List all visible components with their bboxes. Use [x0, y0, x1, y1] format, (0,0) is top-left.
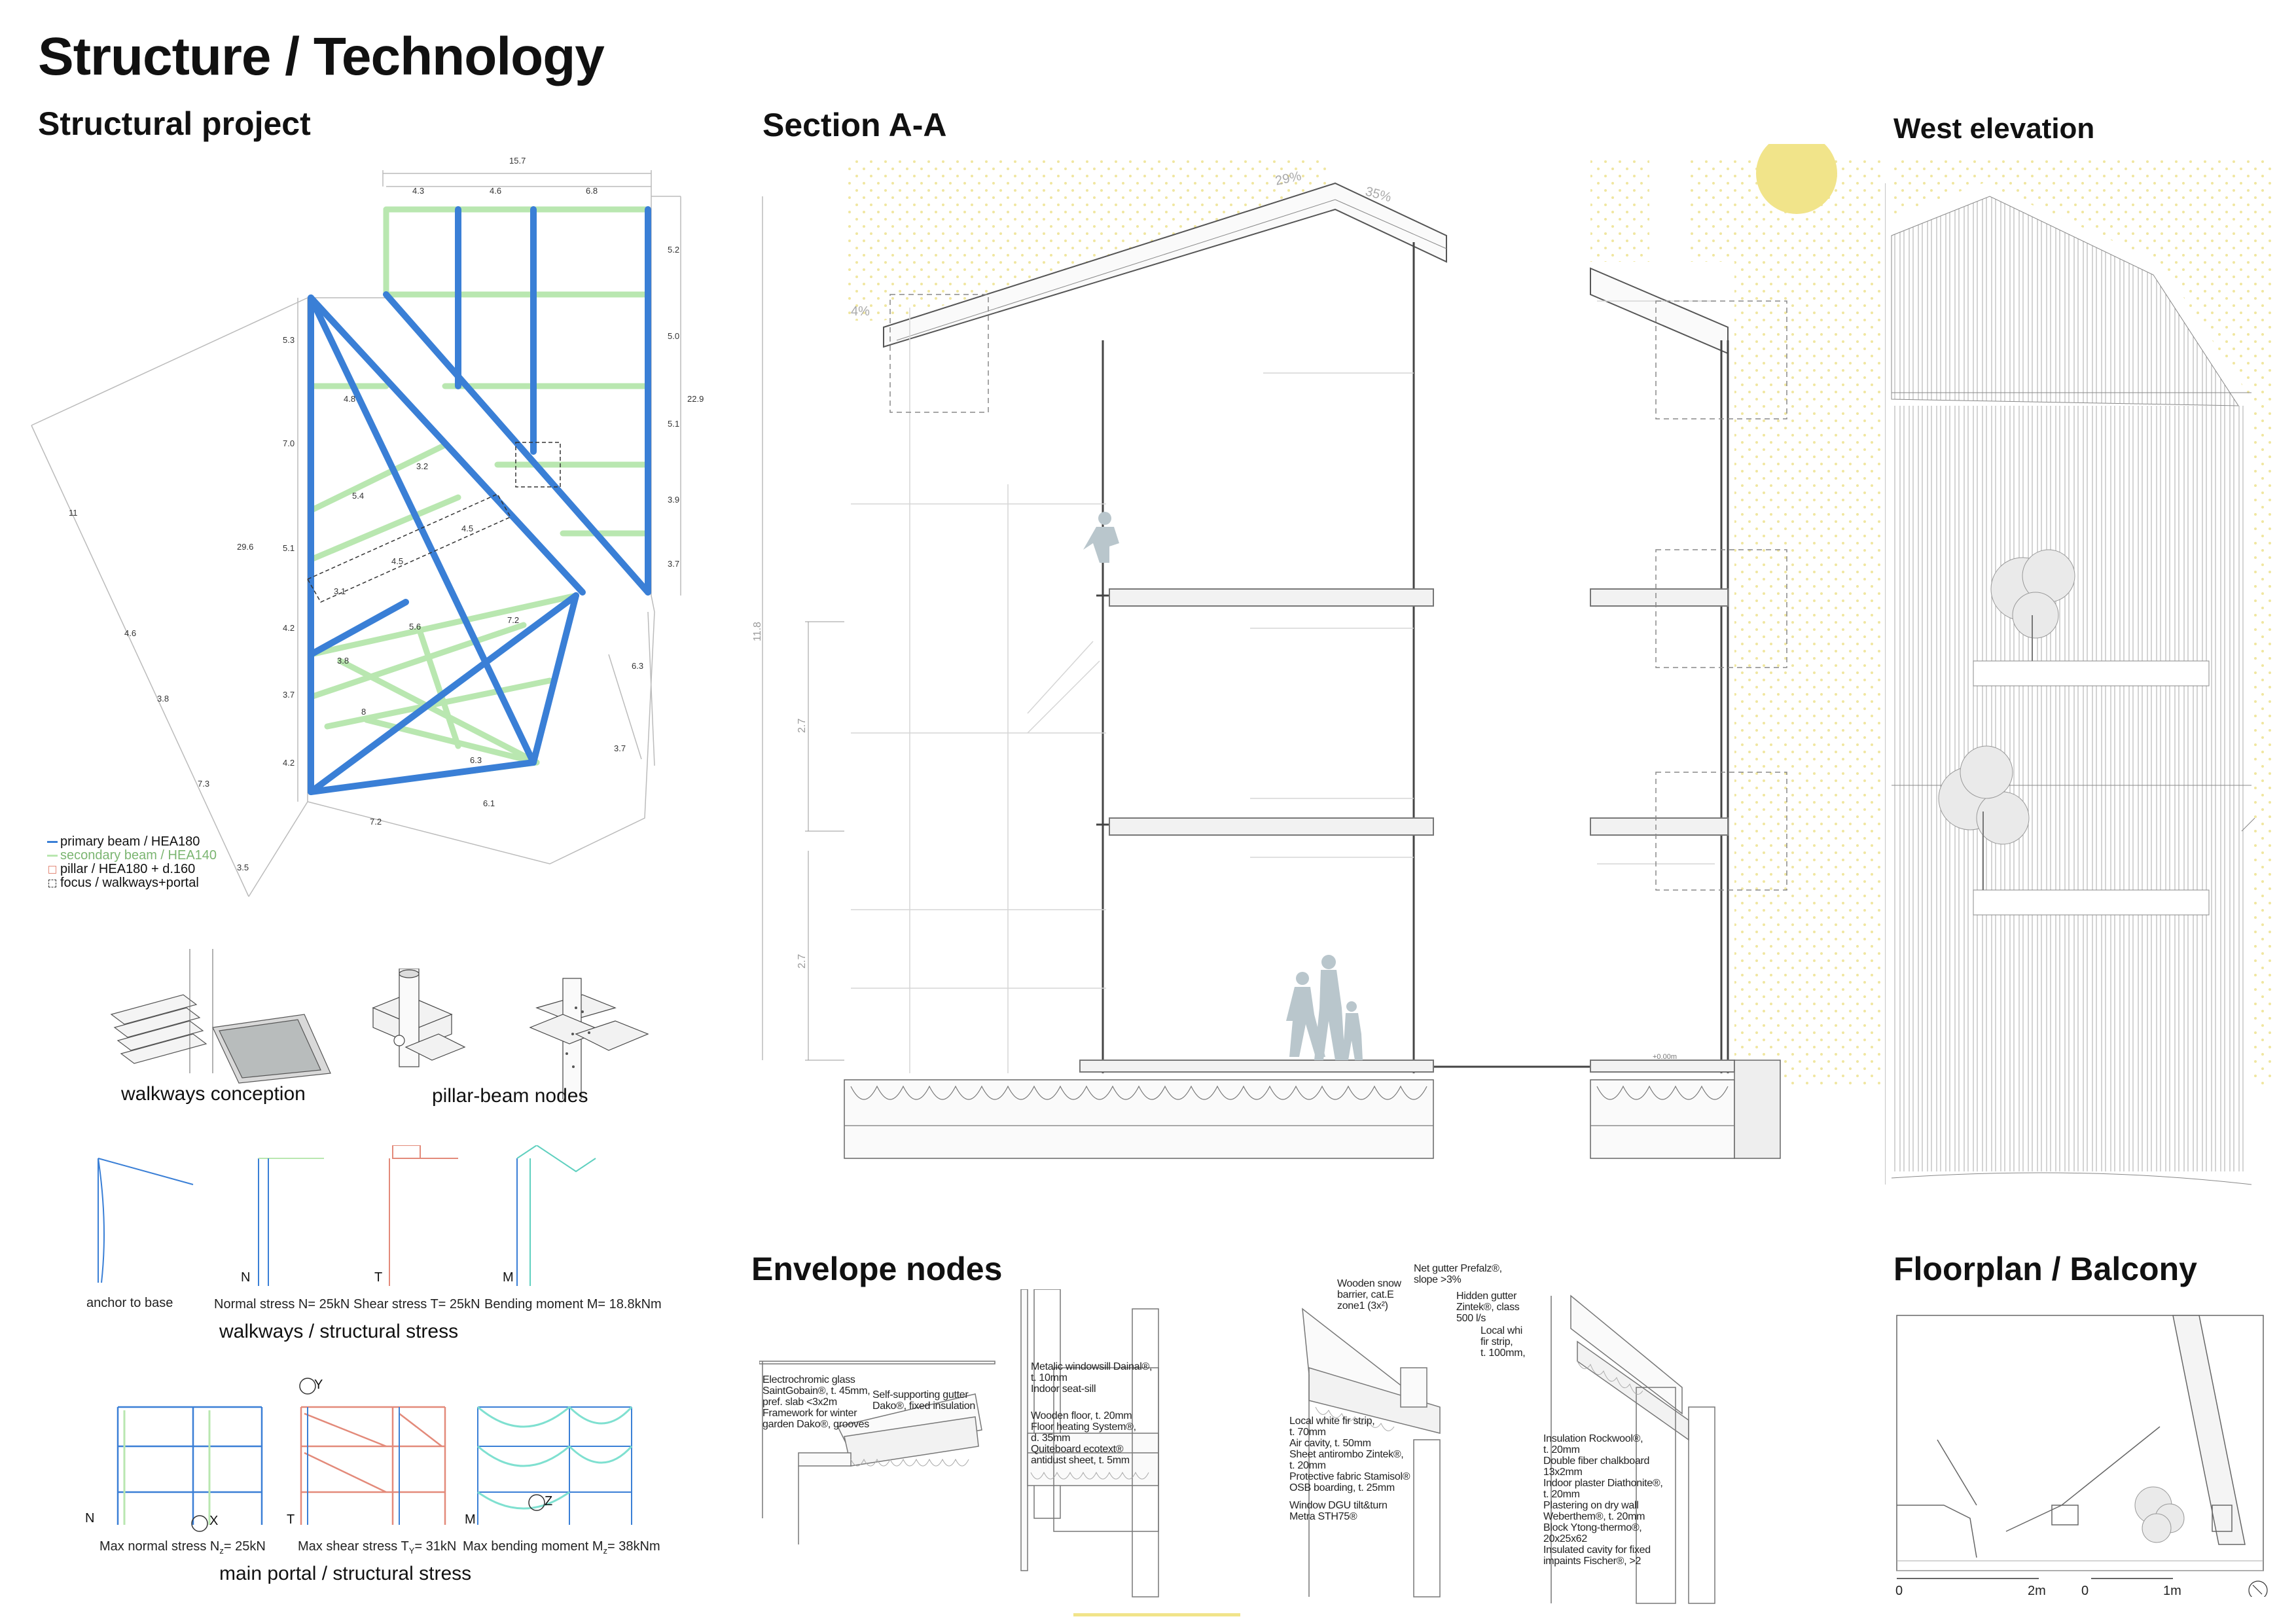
scale-b-start: 0	[2081, 1584, 2089, 1598]
scale-b-end: 1m	[2163, 1584, 2181, 1598]
dim-label: 8	[361, 707, 366, 717]
yellow-underline	[1073, 1613, 1240, 1616]
walkways-stress-diagrams: N T M	[98, 1145, 596, 1286]
dim-label: 6.3	[470, 755, 482, 765]
max-shear-caption: Max shear stress TY= 31kN	[298, 1539, 457, 1556]
label-N: N	[241, 1270, 250, 1285]
max-bending-caption: Max bending moment Mz= 38kNm	[463, 1539, 660, 1556]
dim-label: 5.6	[409, 622, 421, 632]
dim-label: 6.3	[632, 661, 643, 671]
portal-label-Y: Y	[314, 1378, 323, 1392]
legend-primary: primary beam / HEA180	[47, 835, 217, 849]
dim-label: 5.1	[283, 543, 295, 553]
dim-label: 3.7	[283, 690, 295, 700]
legend-secondary: secondary beam / HEA140	[47, 849, 217, 863]
structural-project-title: Structural project	[38, 105, 311, 142]
shear-stress-caption: Shear stress T= 25kN	[353, 1297, 480, 1311]
label-M: M	[503, 1270, 514, 1285]
dim-label: 3.7	[668, 559, 679, 569]
scale-a-start: 0	[1895, 1584, 1903, 1598]
dim-label: 29.6	[237, 542, 253, 552]
portal-label-X: X	[209, 1514, 218, 1528]
dim-label: 4.6	[124, 628, 136, 638]
dim-label: 7.2	[507, 615, 519, 625]
walkways-conception-drawing	[110, 949, 331, 1084]
dim-label: 6.1	[483, 798, 495, 808]
dim-label: 4.2	[283, 623, 295, 633]
section-level: +0.00m	[1653, 1053, 1677, 1061]
max-normal-caption: Max normal stress Nz= 25kN	[99, 1539, 266, 1556]
portal-label-Z: Z	[545, 1494, 552, 1508]
scale-a-end: 2m	[2028, 1584, 2046, 1598]
label-T: T	[374, 1270, 382, 1285]
pillar-beam-nodes-caption: pillar-beam nodes	[432, 1085, 588, 1107]
dim-label: 11	[69, 508, 78, 518]
portal-stress-caption: main portal / structural stress	[219, 1563, 472, 1584]
dim-label: 22.9	[687, 394, 704, 404]
dim-label: 5.1	[668, 419, 679, 429]
anchor-caption: anchor to base	[86, 1296, 173, 1310]
floorplan-title: Floorplan / Balcony	[1893, 1251, 2197, 1287]
dim-label: 7.3	[198, 779, 209, 789]
west-elevation-drawing	[1885, 157, 2271, 1185]
dim-label: 4.6	[490, 186, 501, 196]
bending-moment-caption: Bending moment M= 18.8kNm	[484, 1297, 662, 1311]
dim-label: 7.2	[370, 817, 382, 827]
dim-label: 15.7	[509, 156, 526, 166]
portal-label-M: M	[465, 1512, 476, 1527]
dim-label: 3.2	[416, 461, 428, 471]
dim-label: 4.2	[283, 758, 295, 768]
envelope-nodes-drawing	[759, 1289, 1715, 1604]
dim-label: 5.0	[668, 331, 679, 341]
dim-label: 7.0	[283, 438, 295, 448]
section-height-total: 11.8	[753, 622, 763, 641]
dim-label: 3.8	[337, 656, 349, 666]
portal-stress-diagrams: N X T Y M Z	[85, 1378, 633, 1532]
dim-label: 4.5	[461, 524, 473, 533]
dim-label: 5.2	[668, 245, 679, 255]
dim-label: 4.3	[412, 186, 424, 196]
legend-focus: focus / walkways+portal	[47, 876, 217, 890]
section-slope-3: 4%	[851, 304, 870, 319]
floorplan-balcony-drawing	[1896, 1315, 2268, 1597]
envelope-nodes-title: Envelope nodes	[751, 1251, 1003, 1287]
dim-label: 3.8	[157, 694, 169, 704]
dim-label: 4.5	[391, 556, 403, 566]
section-a-a-drawing: 11.8 2.7 2.7 29% 35% 4% +0.00m	[753, 144, 1885, 1159]
page-title: Structure / Technology	[38, 27, 605, 86]
portal-label-T: T	[287, 1512, 295, 1527]
dim-label: 3.5	[237, 863, 249, 872]
section-title: Section A-A	[762, 107, 947, 143]
west-elevation-title: West elevation	[1893, 113, 2095, 145]
section-height-1: 2.7	[797, 719, 808, 733]
walkways-conception-caption: walkways conception	[121, 1083, 306, 1105]
dim-label: 5.3	[283, 335, 295, 345]
section-height-2: 2.7	[797, 954, 808, 969]
plan-legend: primary beam / HEA180 secondary beam / H…	[47, 835, 217, 890]
node-3a-notes: Net gutter Prefalz®,slope >3%	[1414, 1263, 1502, 1285]
portal-label-N: N	[85, 1511, 94, 1525]
dim-label: 5.4	[352, 491, 364, 501]
structural-plan: 15.7 4.3 4.6 6.8 5.2 5.0 5.1 3.9 3.7 22.…	[31, 156, 704, 897]
dim-label: 4.8	[344, 394, 355, 404]
dim-label: 3.1	[334, 586, 346, 596]
legend-pillar: pillar / HEA180 + d.160	[47, 863, 217, 876]
walkways-stress-caption: walkways / structural stress	[219, 1321, 459, 1342]
pillar-beam-nodes-drawing	[372, 969, 649, 1099]
dim-label: 6.8	[586, 186, 598, 196]
dim-label: 3.7	[614, 743, 626, 753]
normal-stress-caption: Normal stress N= 25kN	[214, 1297, 350, 1311]
dim-label: 3.9	[668, 495, 679, 505]
